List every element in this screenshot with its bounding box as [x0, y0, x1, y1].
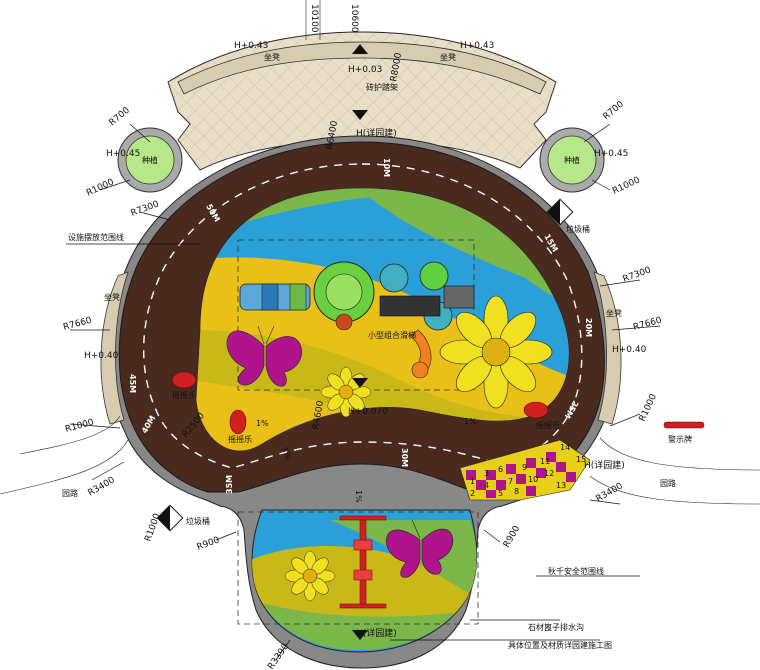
- elev-right-tree: H+0.45: [594, 149, 628, 159]
- swing-frame: [339, 515, 387, 609]
- combo-slide: [239, 261, 475, 379]
- swing-line-label: 秋千安全范围线: [548, 566, 604, 576]
- tree-planter-right: [539, 127, 605, 193]
- track-20m: 20M: [584, 318, 593, 337]
- trash-bin-left: [156, 504, 184, 532]
- plant-left-label: 种植: [142, 155, 158, 165]
- dim-r1000-right-top: R1000: [611, 175, 642, 197]
- elev-detail-top: H(详园建): [356, 127, 397, 139]
- hop-3: 3: [484, 469, 489, 478]
- flower-lower: [284, 550, 336, 602]
- rocker-1: [171, 371, 197, 389]
- seat-top-left-label: 坐凳: [264, 52, 280, 62]
- dim-10100: 10100: [309, 4, 319, 33]
- hop-15: 15: [576, 455, 586, 464]
- hop-9: 9: [522, 463, 527, 472]
- rocker-3: [523, 401, 549, 419]
- road-right-label: 园路: [660, 478, 676, 488]
- track-30m: 30M: [400, 448, 409, 467]
- dim-r1000-bottom: R1000: [143, 512, 162, 543]
- hop-5: 5: [498, 489, 503, 498]
- elev-center: H+0.070: [348, 407, 388, 417]
- drain-label: 石材篦子排水沟: [528, 622, 584, 632]
- dim-r7300-right: R7300: [622, 265, 653, 284]
- track-10m: 10M: [382, 158, 391, 177]
- hopscotch: [459, 439, 591, 501]
- hop-4: 4: [484, 481, 489, 490]
- track-35m: 35M: [225, 475, 234, 494]
- dim-r700-left: R700: [108, 105, 133, 128]
- seat-wall-right: [593, 271, 622, 425]
- flower-small: [320, 366, 372, 418]
- elev-detail-bottom: H(详园建): [356, 627, 397, 639]
- slope-1: 1%: [256, 419, 269, 428]
- butterfly-left: [226, 325, 302, 387]
- elev-top-right: H+0.43: [460, 41, 494, 51]
- seat-band: [177, 41, 547, 95]
- hop-6: 6: [498, 465, 503, 474]
- seat-right-label: 坐凳: [606, 308, 622, 318]
- trash-right-label: 垃圾桶: [566, 224, 590, 234]
- warning-sign: [663, 421, 705, 429]
- dim-r900-right: R900: [502, 524, 523, 550]
- trash-bin-right: [546, 198, 574, 226]
- plant-right-label: 种植: [564, 155, 580, 165]
- hop-13: 13: [556, 481, 566, 490]
- facility-line-label: 设施摆放范围线: [68, 232, 124, 242]
- road-left: [0, 439, 129, 495]
- dim-10600: 10600: [349, 4, 359, 33]
- dim-r1000-left-top: R1000: [85, 177, 116, 199]
- rocker-1-label: 摇摇乐: [172, 390, 196, 400]
- elev-right-wall: H+0.40: [612, 345, 647, 355]
- track-45m: 45M: [128, 374, 137, 393]
- hop-1: 1: [470, 477, 475, 486]
- hop-8: 8: [514, 487, 519, 496]
- dim-r3390: R3390: [266, 642, 291, 670]
- elev-left-wall: H+0.40: [84, 351, 119, 361]
- butterfly-lower: [386, 519, 454, 578]
- seat-wall-left: [100, 271, 129, 425]
- dim-r1000-right-mid: R1000: [638, 392, 660, 423]
- warning-sign-label: 警示牌: [668, 434, 692, 444]
- slope-3: 1%: [280, 446, 293, 461]
- rocker-2: [229, 409, 247, 435]
- combo-slide-label: 小型组合滑梯: [368, 330, 416, 340]
- seat-left-label: 坐凳: [104, 292, 120, 302]
- detail-note-label: 具体位置及材质详园建施工图: [508, 640, 612, 650]
- road-left-label: 园路: [62, 488, 78, 498]
- hopscotch-numbers: 1 2 3 4 5 6 7 8 9 10 11 12 13 14 15: [470, 443, 586, 498]
- dim-r7300-left: R7300: [130, 199, 161, 218]
- dim-r900-left: R900: [196, 535, 222, 553]
- trash-left-label: 垃圾桶: [186, 516, 210, 526]
- hop-2: 2: [470, 489, 475, 498]
- rocker-2-label: 摇摇乐: [228, 434, 252, 444]
- tree-planter-left: [117, 127, 183, 193]
- flower-large: [439, 295, 553, 409]
- slope-4: 1%: [354, 490, 363, 503]
- dim-r3400-left: R3400: [87, 475, 117, 498]
- swing-boundary: [237, 511, 479, 625]
- hop-14: 14: [560, 443, 570, 452]
- hop-10: 10: [528, 475, 538, 484]
- dim-r1000-left-mid: R1000: [64, 418, 95, 435]
- elev-left-tree: H+0.45: [106, 149, 140, 159]
- rocker-3-label: 摇摇乐: [536, 420, 560, 430]
- pavement-label: 砖护踏架: [366, 82, 398, 92]
- hop-12: 12: [544, 469, 554, 478]
- dim-r700-right: R700: [602, 99, 627, 122]
- elev-top-left: H+0.43: [234, 41, 268, 51]
- dim-r7660-right: R7660: [632, 316, 663, 333]
- elev-003: H+0.03: [348, 65, 382, 75]
- elev-detail-right: H(详园建): [584, 459, 625, 471]
- hop-11: 11: [540, 457, 550, 466]
- dim-r3400-right: R3400: [595, 481, 625, 504]
- hop-7: 7: [508, 477, 513, 486]
- seat-top-right-label: 坐凳: [440, 52, 456, 62]
- slope-2: 1%: [464, 417, 477, 426]
- road-right: [599, 437, 760, 471]
